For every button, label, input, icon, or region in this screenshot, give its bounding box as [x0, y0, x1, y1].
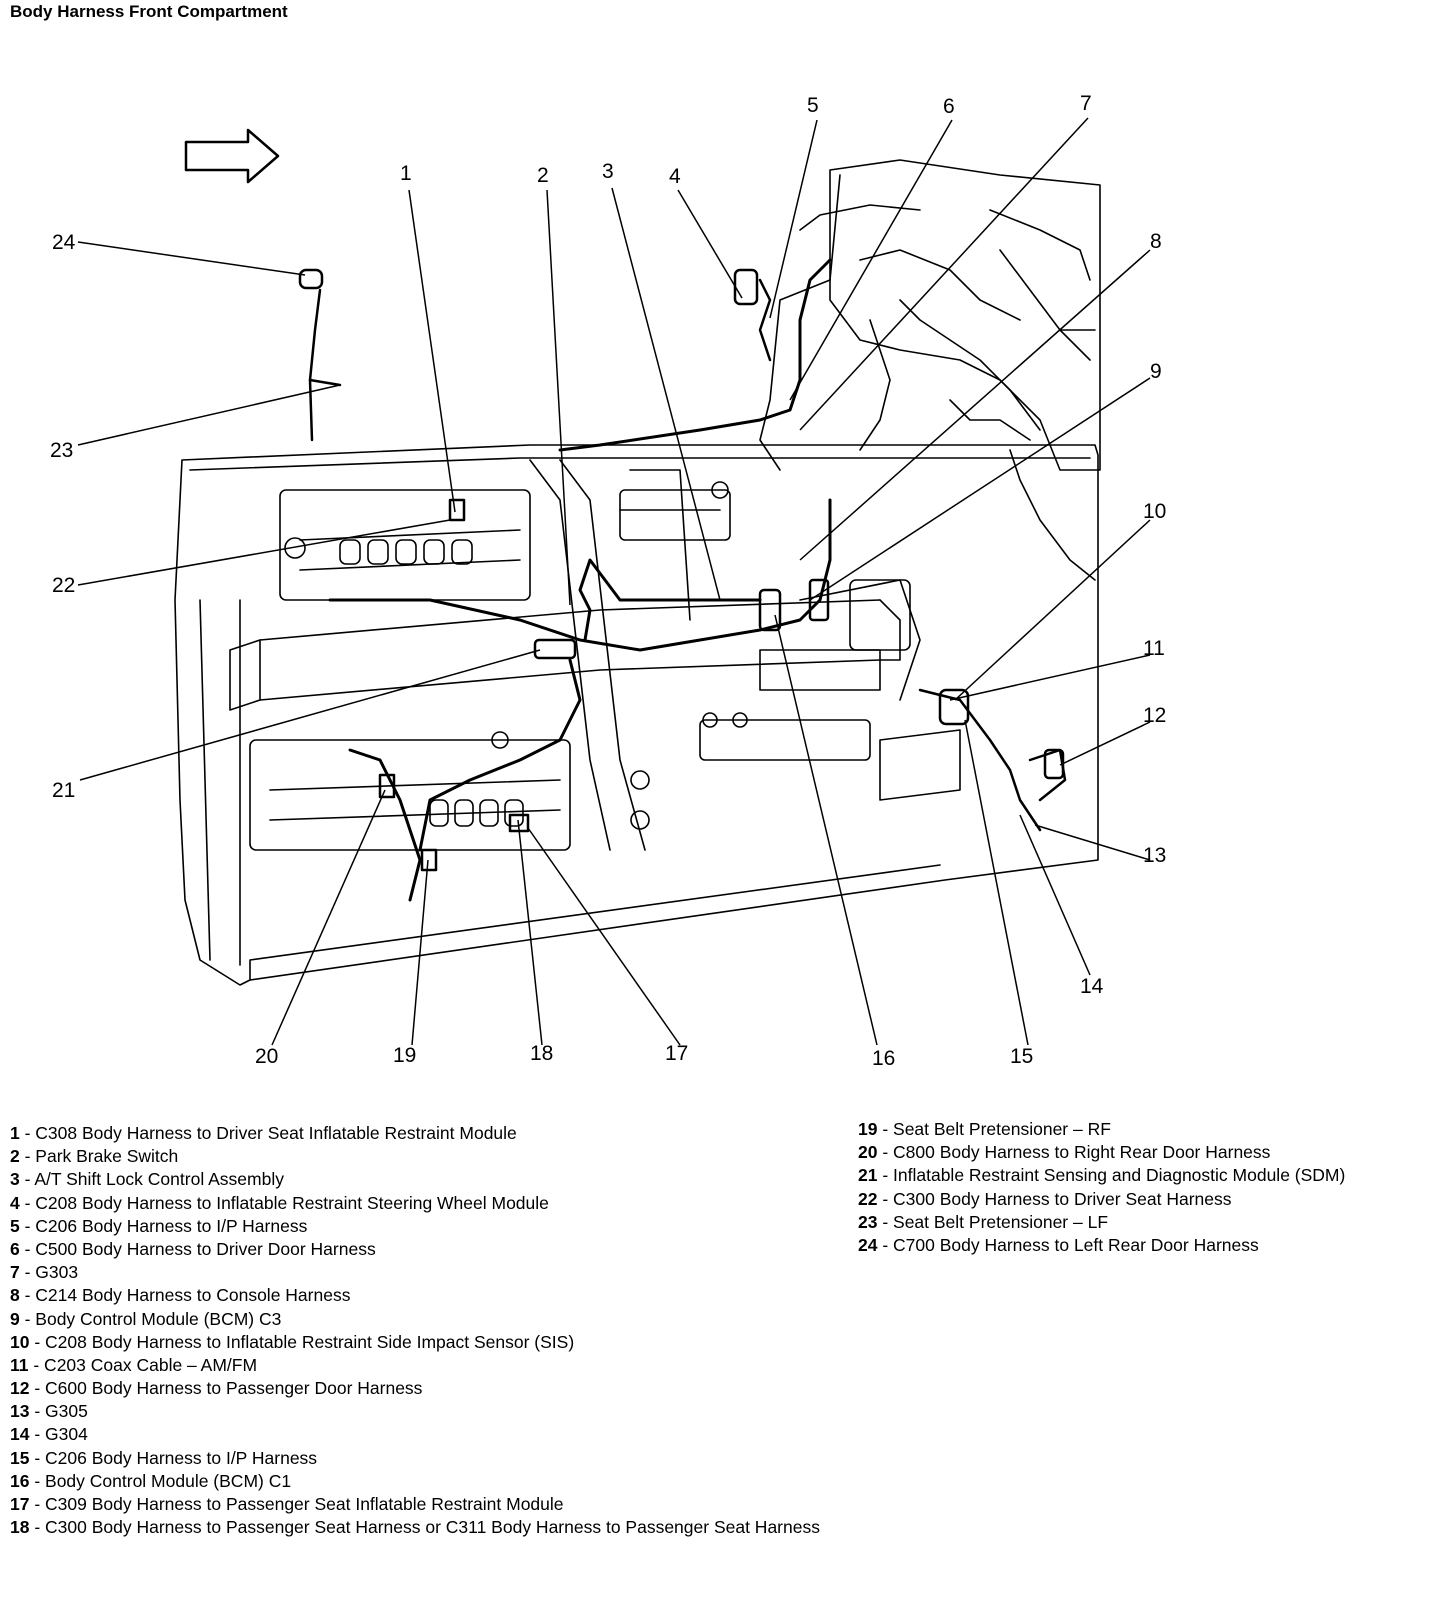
main-harness	[328, 498, 832, 652]
callout-23: 23	[50, 439, 73, 462]
callout-12: 12	[1143, 704, 1166, 727]
forward-arrow-icon	[184, 128, 280, 184]
floor-pan-outline	[174, 444, 1099, 986]
legend-item: 13 - G305	[10, 1401, 88, 1422]
callout-2: 2	[537, 164, 549, 187]
legend-item: 11 - C203 Coax Cable – AM/FM	[10, 1354, 258, 1375]
callout-24: 24	[52, 231, 76, 254]
callout-10: 10	[1143, 500, 1166, 523]
callout-20: 20	[255, 1045, 278, 1068]
legend-item: 23 - Seat Belt Pretensioner – LF	[858, 1211, 1109, 1232]
callout-5: 5	[807, 94, 819, 117]
firewall	[829, 159, 1101, 471]
legend-item: 9 - Body Control Module (BCM) C3	[10, 1308, 282, 1329]
legend-item: 10 - C208 Body Harness to Inflatable Res…	[10, 1331, 575, 1352]
callout-16: 16	[872, 1047, 895, 1070]
legend-item: 19 - Seat Belt Pretensioner – RF	[858, 1119, 1111, 1139]
callout-21: 21	[52, 779, 75, 802]
legend-left: 1 - C308 Body Harness to Driver Seat Inf…	[10, 1122, 820, 1539]
legend-item: 5 - C206 Body Harness to I/P Harness	[10, 1215, 308, 1236]
callout-13: 13	[1143, 844, 1166, 867]
legend-item: 18 - C300 Body Harness to Passenger Seat…	[10, 1517, 820, 1538]
legend-item: 6 - C500 Body Harness to Driver Door Har…	[10, 1238, 376, 1259]
legend-item: 7 - G303	[10, 1262, 79, 1283]
callout-4: 4	[669, 165, 681, 188]
legend-right: 19 - Seat Belt Pretensioner – RF 20 - C8…	[858, 1118, 1345, 1257]
legend-item: 8 - C214 Body Harness to Console Harness	[10, 1285, 351, 1306]
callout-17: 17	[665, 1042, 688, 1065]
callout-6: 6	[943, 95, 955, 118]
callout-labels: 1 2 3 4 5 6 7 8 9 10 11 12 13 14 15 16 1…	[50, 92, 1166, 1070]
legend-item: 16 - Body Control Module (BCM) C1	[10, 1470, 292, 1491]
harness-diagram: 1 2 3 4 5 6 7 8 9 10 11 12 13 14 15 16 1…	[50, 92, 1166, 1070]
callout-1: 1	[400, 162, 412, 185]
legend-item: 12 - C600 Body Harness to Passenger Door…	[10, 1378, 423, 1399]
diagram-title: Body Harness Front Compartment	[10, 2, 288, 21]
callout-15: 15	[1010, 1045, 1033, 1068]
callout-9: 9	[1150, 360, 1162, 383]
legend-item: 24 - C700 Body Harness to Left Rear Door…	[858, 1234, 1259, 1255]
center-tunnel	[259, 599, 881, 641]
legend-item: 14 - G304	[10, 1424, 88, 1445]
callout-11: 11	[1143, 637, 1165, 660]
legend-item: 22 - C300 Body Harness to Driver Seat Ha…	[858, 1188, 1232, 1209]
legend-item: 4 - C208 Body Harness to Inflatable Rest…	[10, 1192, 549, 1213]
callout-14: 14	[1080, 975, 1104, 998]
callout-19: 19	[393, 1044, 416, 1067]
legend-item: 20 - C800 Body Harness to Right Rear Doo…	[858, 1142, 1271, 1163]
callout-3: 3	[602, 160, 614, 183]
callout-22: 22	[52, 574, 75, 597]
callout-18: 18	[530, 1042, 553, 1065]
legend-item: 15 - C206 Body Harness to I/P Harness	[10, 1447, 318, 1468]
callout-7: 7	[1080, 92, 1092, 115]
legend-item: 17 - C309 Body Harness to Passenger Seat…	[10, 1494, 564, 1514]
legend-item: 21 - Inflatable Restraint Sensing and Di…	[858, 1165, 1346, 1186]
callout-8: 8	[1150, 230, 1162, 253]
legend-item: 2 - Park Brake Switch	[10, 1146, 179, 1167]
legend-item: 1 - C308 Body Harness to Driver Seat Inf…	[10, 1123, 517, 1143]
legend-item: 3 - A/T Shift Lock Control Assembly	[10, 1169, 284, 1190]
